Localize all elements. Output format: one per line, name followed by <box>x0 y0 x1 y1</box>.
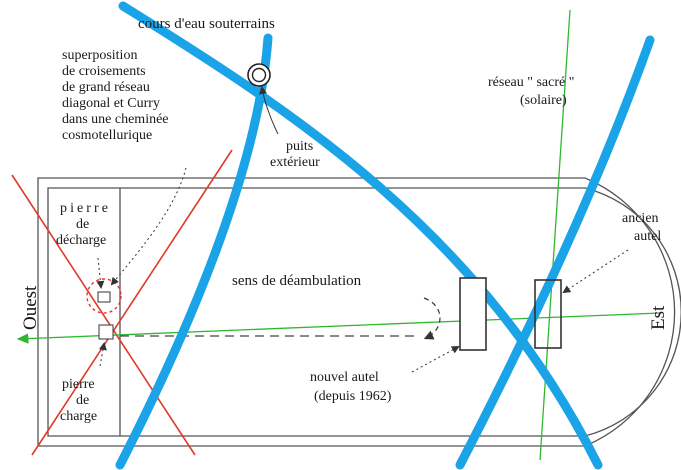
discharge-stone-zone <box>86 278 122 314</box>
axis-west-east <box>16 312 661 344</box>
label-new-altar: nouvel autel (depuis 1962) <box>310 370 392 404</box>
svg-text:cosmotellurique: cosmotellurique <box>62 128 152 143</box>
label-west: Ouest <box>20 285 41 330</box>
pointer-old-altar <box>562 249 629 294</box>
diagonal-grid-line-2 <box>31 149 233 456</box>
svg-text:de croisements: de croisements <box>62 64 146 79</box>
discharge-stone <box>97 291 111 303</box>
label-superposition: superposition de croisements de grand ré… <box>62 48 169 143</box>
label-charge-stone: pierre de charge <box>60 377 97 424</box>
outer-well-outer-ring <box>247 63 271 87</box>
svg-text:(depuis 1962): (depuis 1962) <box>314 389 392 404</box>
diagonal-grid-line-1 <box>11 174 196 456</box>
old-altar <box>534 279 562 349</box>
svg-text:charge: charge <box>60 409 97 424</box>
pointer-well <box>259 86 279 135</box>
label-discharge-stone: pierre de décharge <box>56 201 108 248</box>
svg-text:ancien: ancien <box>622 211 659 226</box>
outer-well-inner-ring <box>251 67 267 83</box>
pointer-discharge <box>96 257 105 289</box>
label-underground-water: cours d'eau souterrains <box>138 16 275 32</box>
label-outer-well: puits extérieur <box>270 139 320 170</box>
pointer-charge <box>98 342 107 367</box>
water-stream-2 <box>118 1 603 470</box>
svg-text:pierre: pierre <box>60 201 108 216</box>
svg-text:(solaire): (solaire) <box>520 93 567 108</box>
svg-text:de: de <box>76 217 89 232</box>
svg-text:de grand réseau: de grand réseau <box>62 80 150 95</box>
svg-text:pierre: pierre <box>62 377 95 392</box>
svg-text:nouvel autel: nouvel autel <box>310 370 379 385</box>
label-old-altar: ancien autel <box>622 211 661 244</box>
svg-text:diagonal et Curry: diagonal et Curry <box>62 96 160 111</box>
label-sacred-grid: réseau " sacré " (solaire) <box>488 75 574 108</box>
church-inner-wall <box>47 187 681 437</box>
svg-text:de: de <box>76 393 89 408</box>
new-altar <box>459 277 487 351</box>
label-walking-direction: sens de déambulation <box>232 273 362 289</box>
svg-text:autel: autel <box>634 229 661 244</box>
svg-text:dans une cheminée: dans une cheminée <box>62 112 169 127</box>
svg-text:décharge: décharge <box>56 233 106 248</box>
svg-text:puits: puits <box>286 139 313 154</box>
label-east: Est <box>648 305 669 330</box>
church-outer-wall <box>37 177 676 447</box>
sacred-grid-line <box>539 9 571 461</box>
charge-stone <box>98 324 114 340</box>
svg-text:superposition: superposition <box>62 48 137 63</box>
svg-text:réseau " sacré ": réseau " sacré " <box>488 75 574 90</box>
pointer-superposition <box>110 167 187 286</box>
water-stream-3 <box>455 35 655 470</box>
svg-text:extérieur: extérieur <box>270 155 320 170</box>
pointer-new-altar <box>411 346 460 373</box>
walking-direction-arrow <box>423 297 441 340</box>
